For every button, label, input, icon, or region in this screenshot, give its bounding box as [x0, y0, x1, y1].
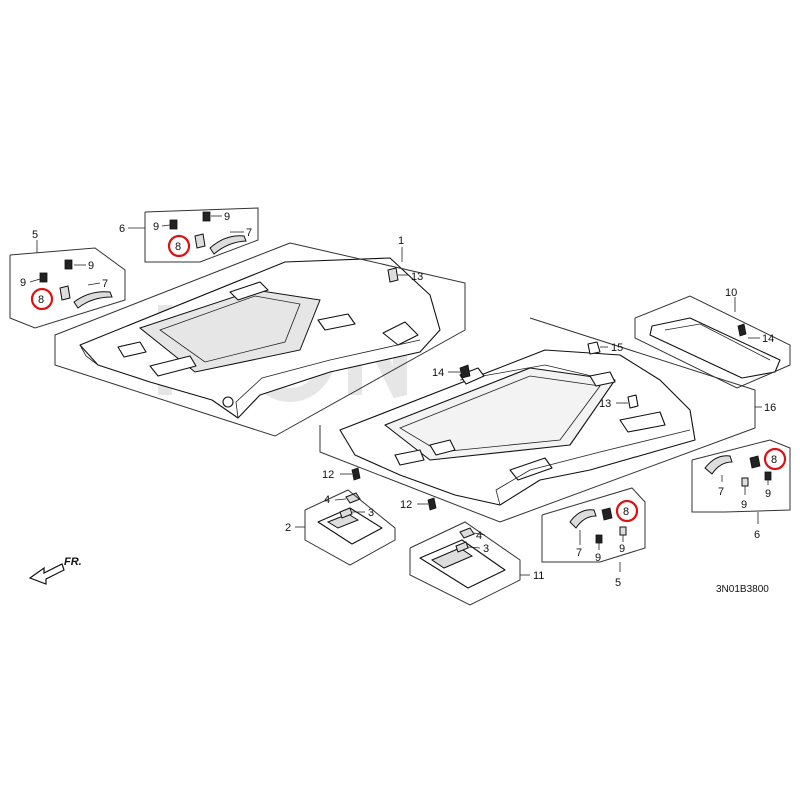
callout-1: 1 — [398, 235, 404, 247]
callout-3: 3 — [483, 543, 489, 555]
callout-4: 4 — [324, 494, 330, 506]
callout-13-upper: 13 — [411, 271, 423, 283]
grab-handle-7 — [209, 235, 247, 255]
highlight-circle — [167, 234, 191, 258]
callout-frame-10 — [634, 295, 791, 389]
clip-12 — [340, 467, 437, 511]
callout-9: 9 — [741, 499, 747, 511]
callout-8: 8 — [623, 506, 629, 518]
callout-6-lower: 6 — [754, 529, 760, 541]
callout-4: 4 — [476, 530, 482, 542]
cap-9 — [169, 211, 211, 230]
callout-15: 15 — [611, 342, 623, 354]
clip-group-5-lower — [541, 487, 646, 572]
callout-9: 9 — [20, 277, 26, 289]
highlight-circle — [30, 287, 54, 311]
callout-7: 7 — [576, 547, 582, 559]
callout-9: 9 — [224, 211, 230, 223]
callout-9: 9 — [765, 488, 771, 500]
callout-5-lower: 5 — [615, 577, 621, 589]
callout-8: 8 — [175, 241, 181, 253]
highlight-circle — [763, 447, 787, 471]
callout-7: 7 — [246, 227, 252, 239]
arrow-fr-icon — [28, 563, 65, 585]
rear-trim-10 — [649, 317, 781, 379]
clip-14 — [448, 364, 471, 379]
callout-12-upper: 12 — [322, 469, 334, 481]
callout-14-left: 14 — [432, 367, 444, 379]
sunvisor — [295, 489, 396, 566]
callout-9: 9 — [619, 543, 625, 555]
clip-group-6-upper — [128, 207, 259, 263]
clip-8 — [601, 507, 613, 521]
cap-9 — [595, 526, 627, 544]
callout-9: 9 — [153, 221, 159, 233]
callout-16: 16 — [764, 402, 776, 414]
grab-handle-7 — [73, 291, 113, 309]
highlight-circle — [615, 499, 639, 523]
callout-12-lower: 12 — [400, 499, 412, 511]
callout-14-right: 14 — [762, 333, 774, 345]
grab-handle-7 — [569, 509, 597, 529]
callout-9: 9 — [88, 260, 94, 272]
callout-11: 11 — [533, 570, 544, 582]
clip-13 — [616, 394, 639, 409]
clip-group-6-lower — [691, 439, 791, 524]
cap-9 — [741, 471, 772, 487]
callout-3: 3 — [368, 507, 374, 519]
callout-5-upper: 5 — [32, 229, 38, 241]
callout-13-lower: 13 — [599, 398, 611, 410]
callout-7: 7 — [718, 486, 724, 498]
callout-8: 8 — [771, 454, 777, 466]
cap-9 — [39, 259, 73, 283]
callout-2: 2 — [285, 522, 291, 534]
clip-8 — [749, 455, 761, 469]
grab-handle-7 — [704, 455, 733, 475]
headliner-16 — [339, 349, 696, 506]
clip-8 — [194, 233, 206, 249]
sunvisor — [409, 521, 530, 606]
diagram-code: 3N01B3800 — [716, 584, 769, 595]
clip-15 — [587, 341, 608, 355]
clip-group-5-upper — [9, 240, 126, 329]
headliner-1 — [79, 257, 441, 419]
direction-label: FR. — [64, 556, 82, 568]
clip-8 — [59, 285, 71, 301]
clip-13 — [387, 267, 408, 283]
callout-7: 7 — [102, 278, 108, 290]
callout-9: 9 — [595, 552, 601, 564]
callout-8: 8 — [38, 294, 44, 306]
callout-10: 10 — [725, 287, 737, 299]
callout-frame-1 — [54, 242, 466, 437]
callout-6-upper: 6 — [119, 223, 125, 235]
